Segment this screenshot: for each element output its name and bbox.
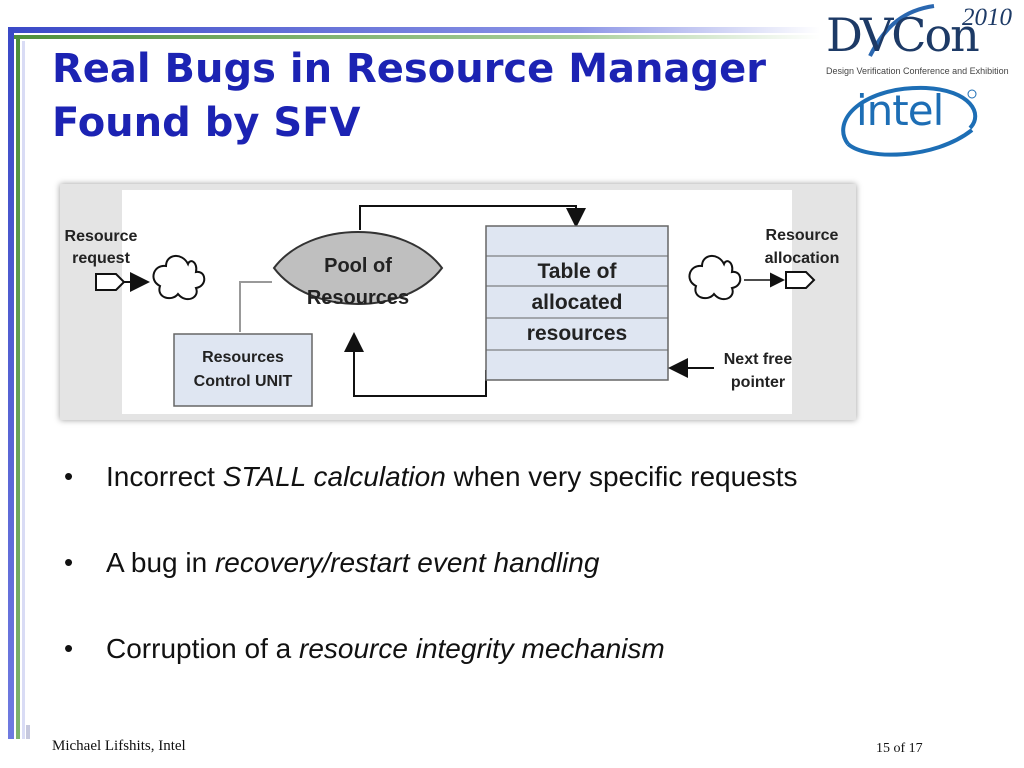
- resource-allocation-line-1: Resource: [765, 227, 839, 244]
- frame-top-blue-line: [8, 27, 820, 33]
- footer-page-number: 15 of 17: [876, 741, 923, 756]
- control-unit-label: Resources Control UNIT: [174, 346, 312, 394]
- table-line-3: resources: [526, 322, 628, 345]
- dvcon-logo: DVCon 2010 Design Verification Conferenc…: [820, 4, 1024, 80]
- frame-left-blue-line: [8, 27, 14, 739]
- frame-left-green-line: [16, 35, 20, 739]
- pool-to-table-arrow: [359, 205, 586, 230]
- control-to-pool-line: [239, 281, 272, 332]
- control-unit-line-1: Resources: [202, 349, 284, 366]
- intel-swirl-icon: [841, 85, 978, 157]
- resource-allocation-label: Resource allocation: [756, 224, 848, 270]
- intel-wordmark: intel: [856, 86, 944, 135]
- bullet-emphasis: resource integrity mechanism: [299, 633, 665, 664]
- resource-request-line-1: Resource: [64, 228, 138, 245]
- intel-logo: intel: [834, 80, 984, 160]
- bullet-emphasis: STALL calculation: [222, 461, 446, 492]
- slide-title-line-1: Real Bugs in Resource Manager: [52, 46, 766, 92]
- diagram-graphics: [95, 205, 816, 407]
- bullet-text: Corruption of a: [106, 633, 299, 664]
- frame-left-lavender-line: [22, 41, 25, 739]
- bullet-dot-icon: •: [64, 633, 74, 663]
- allocation-table-box: [485, 225, 669, 381]
- control-unit-line-2: Control UNIT: [193, 373, 293, 390]
- table-line-1: Table of: [537, 260, 617, 283]
- bullet-text: A bug in: [106, 547, 215, 578]
- table-label: Table of allocated resources: [486, 256, 668, 349]
- frame-top-green-line: [8, 35, 820, 39]
- next-free-pointer-label: Next free pointer: [712, 348, 804, 394]
- bullet-dot-icon: •: [64, 461, 74, 491]
- footer-author: Michael Lifshits, Intel: [52, 738, 186, 754]
- control-unit-box: [173, 333, 313, 407]
- slide-title: Real Bugs in Resource Manager Found by S…: [52, 42, 812, 150]
- resource-request-line-2: request: [72, 250, 130, 267]
- bullet-dot-icon: •: [64, 547, 74, 577]
- slide-title-line-2: Found by SFV: [52, 100, 361, 146]
- dvcon-swoosh-icon: [868, 4, 935, 57]
- pool-label: Pool of Resources: [278, 250, 438, 314]
- next-free-pointer-line-1: Next free: [723, 351, 793, 368]
- pool-shape: [272, 231, 444, 305]
- resource-request-label: Resource request: [60, 226, 142, 270]
- dvcon-year: 2010: [962, 4, 1012, 31]
- diagram-panel: Resource request Pool of Resources Resou…: [60, 184, 856, 420]
- left-cloud-shape: [152, 255, 206, 301]
- right-cloud-shape: [688, 255, 742, 301]
- allocation-port-shape: [785, 271, 816, 289]
- bullet-text: Incorrect: [106, 461, 223, 492]
- pool-line-1: Pool of: [324, 255, 392, 277]
- bullet-emphasis: recovery/restart event handling: [214, 547, 600, 578]
- dvcon-subtitle: Design Verification Conference and Exhib…: [826, 66, 1009, 76]
- bullet-text: when very specific requests: [445, 461, 798, 492]
- resource-allocation-line-2: allocation: [764, 250, 840, 267]
- request-port-shape: [95, 273, 126, 291]
- next-free-pointer-line-2: pointer: [730, 374, 786, 391]
- pool-line-2: Resources: [306, 287, 410, 309]
- table-to-pool-arrow: [344, 332, 487, 397]
- frame-bottom-marker: [26, 725, 30, 739]
- table-line-2: allocated: [531, 291, 623, 314]
- dvcon-wordmark: DVCon: [826, 8, 980, 62]
